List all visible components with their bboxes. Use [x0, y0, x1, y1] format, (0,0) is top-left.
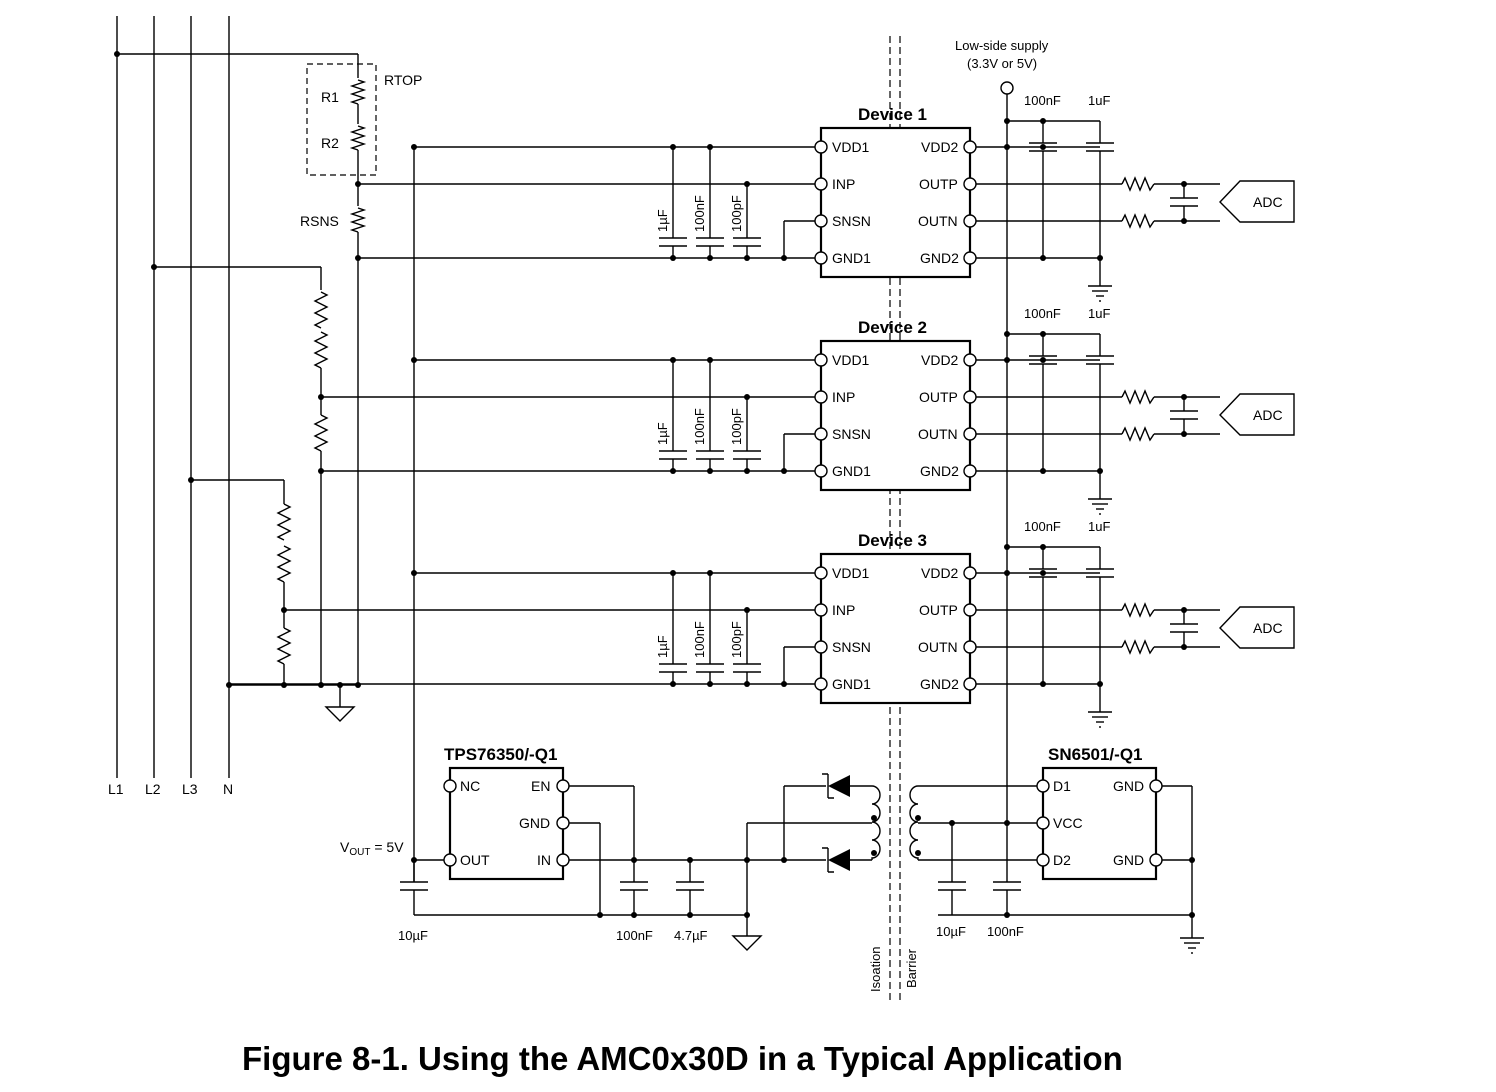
cap-label: 1µF [655, 422, 670, 445]
pin-label: VDD2 [921, 565, 959, 581]
divider-l1: R1 R2 RTOP RSNS [114, 51, 422, 685]
label-n: N [223, 781, 233, 797]
rtop-outline [306, 63, 377, 176]
pin-label: VDD2 [921, 352, 959, 368]
cap-label: 100pF [729, 621, 744, 658]
device-title: Device 2 [858, 318, 927, 337]
rtop-label: RTOP [384, 72, 422, 88]
cap-label: 100nF [1024, 306, 1061, 321]
ldo-gnd: GND [519, 815, 550, 831]
pin-label: OUTN [918, 639, 958, 655]
phase-lines: L1 L2 L3 N [108, 16, 233, 797]
ldo-out: OUT [460, 852, 490, 868]
r1-label: R1 [321, 89, 339, 105]
pin-label: INP [832, 176, 855, 192]
pin-label: GND2 [920, 250, 959, 266]
adc-label: ADC [1253, 194, 1283, 210]
pin-label: GND1 [832, 676, 871, 692]
ground-icon [1087, 711, 1113, 728]
neutral-bus [226, 682, 361, 722]
pin-label: GND1 [832, 250, 871, 266]
adc-label: ADC [1253, 407, 1283, 423]
pin-label: OUTN [918, 426, 958, 442]
supply-line1: Low-side supply [955, 38, 1049, 53]
cap-label: 1uF [1088, 306, 1110, 321]
ldo-block: TPS76350/-Q1 NC OUT EN GND IN [340, 745, 784, 951]
pin-label: VDD1 [832, 352, 870, 368]
driver-block: SN6501/-Q1 D1 VCC D2 GND GND [1036, 745, 1205, 954]
ldo-en: EN [531, 778, 550, 794]
pin-label: GND1 [832, 463, 871, 479]
barrier-right-label: Barrier [904, 948, 919, 988]
divider-l2 [151, 264, 328, 685]
pin-label: OUTP [919, 389, 958, 405]
pin-label: OUTP [919, 176, 958, 192]
label-l3: L3 [182, 781, 198, 797]
ldo-nc: NC [460, 778, 480, 794]
cap-label: 100nF [1024, 519, 1061, 534]
pin-label: INP [832, 602, 855, 618]
ldo-name: TPS76350/-Q1 [444, 745, 557, 764]
rsns-label: RSNS [300, 213, 339, 229]
ground-icon [1087, 285, 1113, 302]
figure-caption: Figure 8-1. Using the AMC0x30D in a Typi… [242, 1040, 1123, 1077]
pin-label: OUTP [919, 602, 958, 618]
pin-label: GND2 [920, 676, 959, 692]
cap-label: 100nF [692, 195, 707, 232]
vout-label: VOUT = 5V [340, 839, 404, 858]
adc-block [1219, 606, 1295, 649]
pin-label: SNSN [832, 213, 871, 229]
label-l1: L1 [108, 781, 124, 797]
supply-line2: (3.3V or 5V) [967, 56, 1037, 71]
pin-label: GND2 [920, 463, 959, 479]
cap-label: 1µF [655, 209, 670, 232]
driver-gnd2: GND [1113, 852, 1144, 868]
pin-label: VDD2 [921, 139, 959, 155]
pin-label: VDD1 [832, 565, 870, 581]
cap-label: 100nF [692, 621, 707, 658]
cap-label: 100pF [729, 195, 744, 232]
pin-label: SNSN [832, 426, 871, 442]
barrier-left-label: Isoation [868, 946, 883, 992]
transformer-rectifier: 10µF 100nF [747, 773, 1195, 939]
driver-d2: D2 [1053, 852, 1071, 868]
driver-d1: D1 [1053, 778, 1071, 794]
cap-4u7-ldo: 4.7µF [674, 928, 708, 943]
cap-100n-ldo: 100nF [616, 928, 653, 943]
cap-label: 1uF [1088, 93, 1110, 108]
ground-icon [732, 935, 762, 951]
cap-100n-right: 100nF [987, 924, 1024, 939]
cap-label: 1µF [655, 635, 670, 658]
divider-l3 [188, 477, 291, 685]
ldo-in: IN [537, 852, 551, 868]
ground-icon [1179, 937, 1205, 954]
pin-label: SNSN [832, 639, 871, 655]
cap-10u-right: 10µF [936, 924, 966, 939]
driver-vcc: VCC [1053, 815, 1083, 831]
driver-gnd1: GND [1113, 778, 1144, 794]
cap-label: 100pF [729, 408, 744, 445]
pin-label: INP [832, 389, 855, 405]
device-title: Device 3 [858, 531, 927, 550]
adc-block [1219, 393, 1295, 436]
cap-label: 100nF [692, 408, 707, 445]
pin-label: VDD1 [832, 139, 870, 155]
pin-label: OUTN [918, 213, 958, 229]
adc-label: ADC [1253, 620, 1283, 636]
label-l2: L2 [145, 781, 161, 797]
cap-10u-left: 10µF [398, 928, 428, 943]
device-title: Device 1 [858, 105, 927, 124]
cap-label: 1uF [1088, 519, 1110, 534]
ground-icon [325, 706, 355, 722]
r2-label: R2 [321, 135, 339, 151]
ground-icon [1087, 498, 1113, 515]
adc-block [1219, 180, 1295, 223]
cap-label: 100nF [1024, 93, 1061, 108]
driver-name: SN6501/-Q1 [1048, 745, 1143, 764]
